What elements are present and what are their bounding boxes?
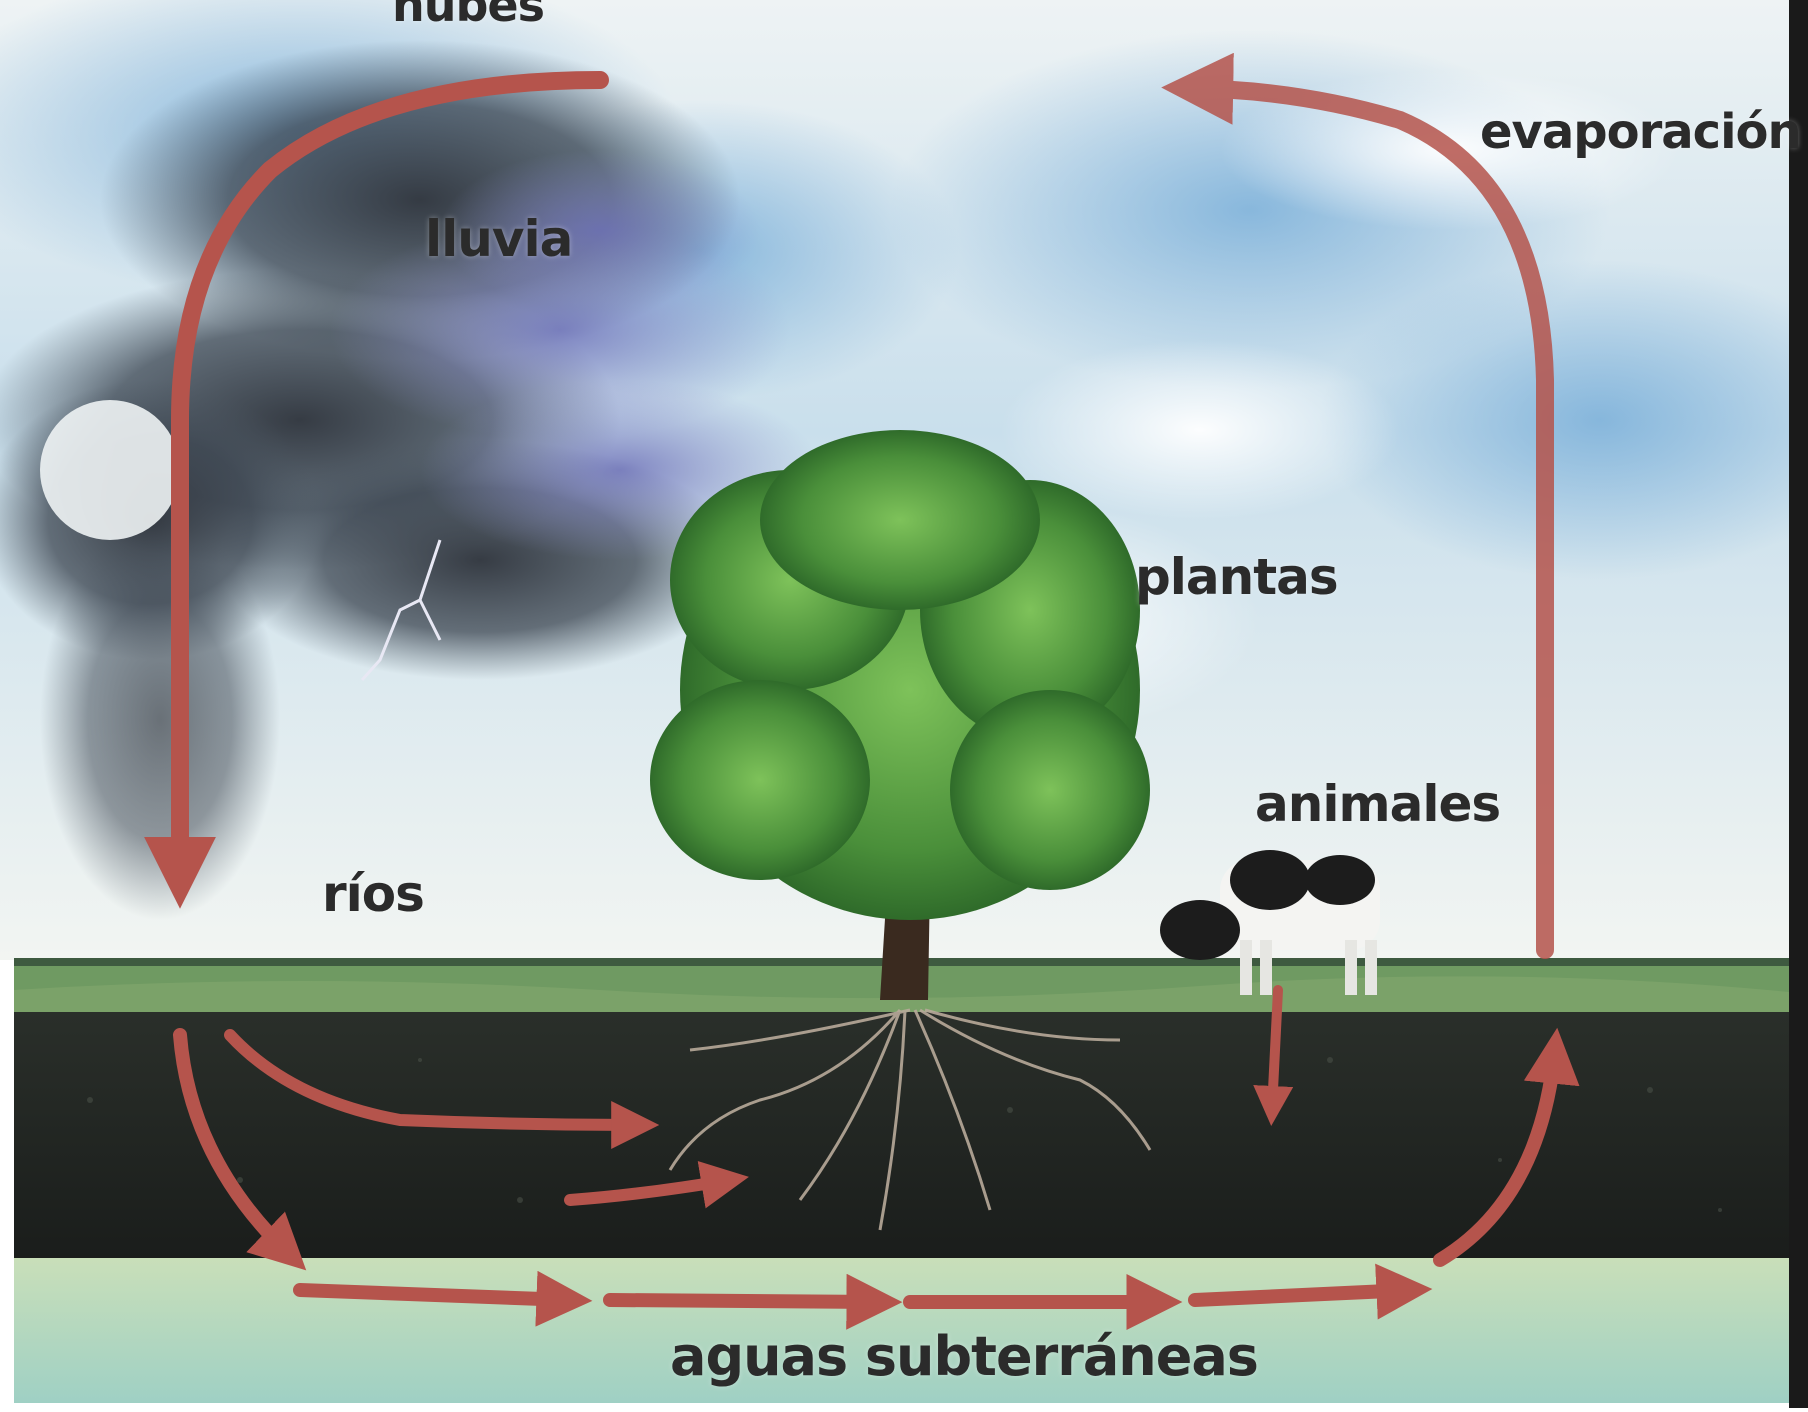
groundwater-arrow-4 (1195, 1290, 1410, 1300)
label-animales: animales (1255, 775, 1500, 833)
animal-down-arrow (1272, 990, 1278, 1110)
label-plantas: plantas (1135, 548, 1338, 606)
right-border (1789, 0, 1808, 1408)
label-aguas-subterraneas: aguas subterráneas (670, 1325, 1258, 1388)
label-rios: ríos (322, 865, 424, 923)
groundwater-arrow-2 (610, 1300, 880, 1302)
label-lluvia: lluvia (425, 210, 572, 268)
label-nubes: nubes (392, 0, 544, 32)
label-evaporacion: evaporación (1480, 104, 1801, 160)
groundwater-arrow-1 (300, 1290, 570, 1300)
